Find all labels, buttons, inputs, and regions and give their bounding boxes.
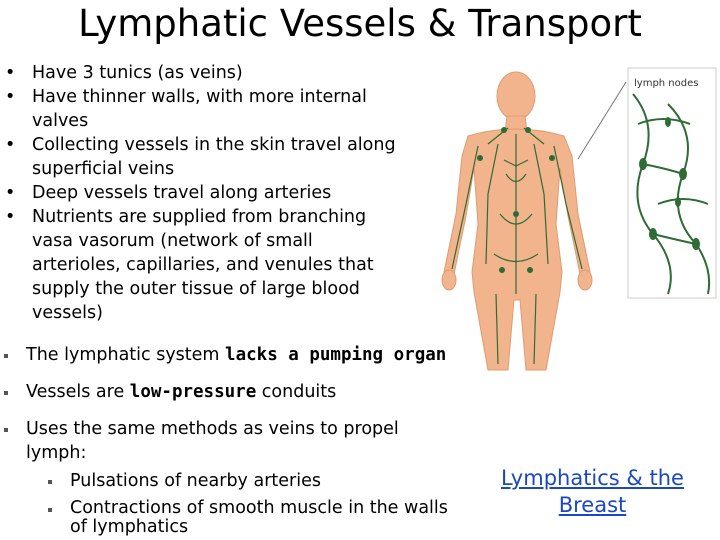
square-bullet-icon: [48, 480, 52, 484]
list-item: The lymphatic system lacks a pumping org…: [4, 343, 446, 367]
list-item: •Collecting vessels in the skin travel a…: [5, 135, 396, 179]
callout-line: [577, 81, 627, 160]
slide-title: Lymphatic Vessels & Transport: [78, 2, 642, 45]
lymph-node-clusters: [477, 127, 555, 273]
square-bullet-icon: [48, 508, 52, 512]
lymphatic-system-figure: lymph nodes: [441, 67, 717, 371]
list-item: •Deep vessels travel along arteries: [5, 183, 332, 203]
lymphatics-breast-link[interactable]: Lymphatics & the Breast: [501, 466, 684, 517]
bullet-list: •Have 3 tunics (as veins) •Have thinner …: [4, 61, 424, 325]
sub-list-item: Contractions of smooth muscle in the wal…: [48, 499, 448, 537]
human-body-figure: [441, 71, 593, 371]
lymph-nodes-label: lymph nodes: [634, 78, 698, 89]
square-bullet-icon: [4, 428, 8, 432]
list-item: Vessels are low-pressure conduits: [4, 380, 336, 404]
list-item: •Have 3 tunics (as veins): [5, 63, 243, 83]
list-item: Uses the same methods as veins to propel…: [4, 417, 399, 465]
square-bullet-icon: [4, 391, 8, 395]
lymph-nodes-inset: lymph nodes: [627, 67, 717, 299]
bullet-symbol: •: [5, 87, 16, 107]
bullet-symbol: •: [5, 63, 16, 83]
bullet-symbol: •: [5, 183, 16, 203]
list-item: •Have thinner walls, with more internal …: [5, 87, 367, 131]
bullet-symbol: •: [5, 207, 16, 227]
list-item: •Nutrients are supplied from branching v…: [5, 207, 374, 323]
bullet-symbol: •: [5, 135, 16, 155]
sub-list-item: Pulsations of nearby arteries: [48, 469, 321, 493]
square-bullet-icon: [4, 354, 8, 358]
